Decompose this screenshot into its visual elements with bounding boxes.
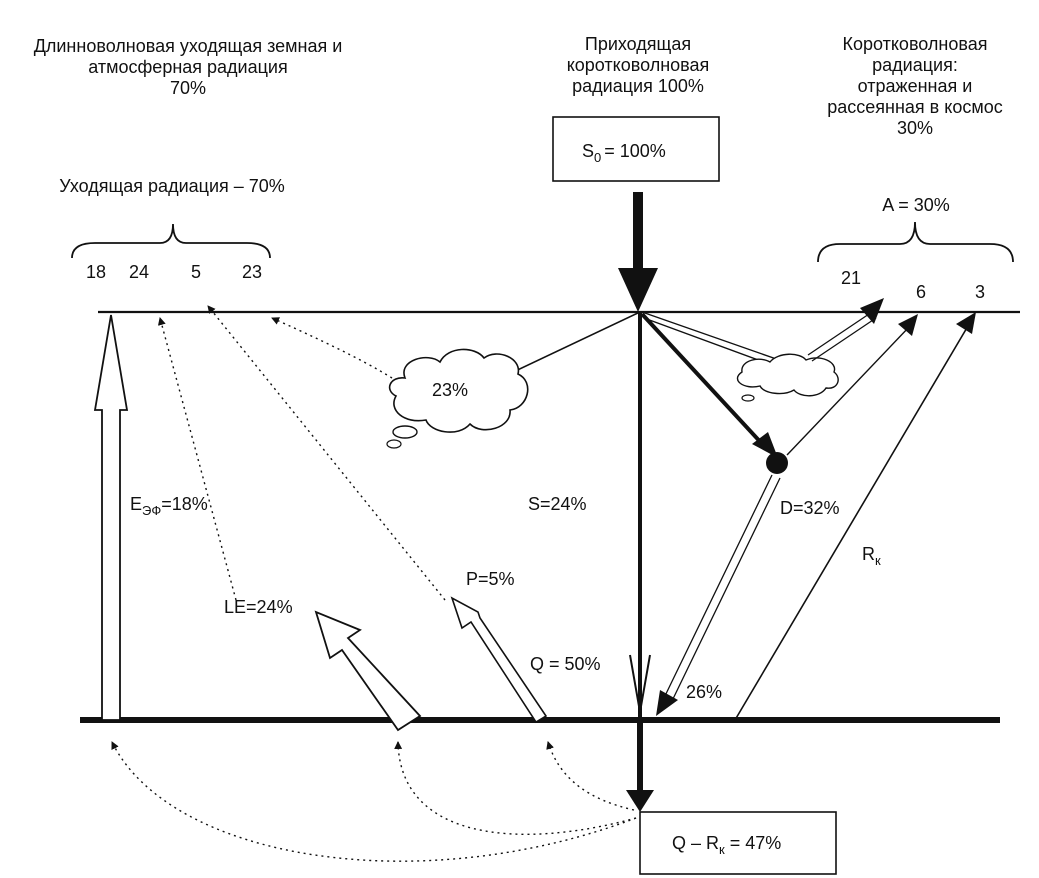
diffuse-to-ground-line-b bbox=[670, 477, 781, 704]
svg-text:S0= 100%: S0= 100% bbox=[582, 141, 666, 165]
header-left: Длинноволновая уходящая земная и атмосфе… bbox=[34, 36, 343, 98]
incoming-box-label: S bbox=[582, 141, 594, 161]
incoming-box-value: = 100% bbox=[604, 141, 666, 161]
diffuse-arrow-head bbox=[752, 432, 778, 458]
p-emission-dotted-line bbox=[207, 305, 446, 601]
dotted-return-p bbox=[546, 741, 635, 811]
header-center: Приходящая коротковолновая радиация 100% bbox=[567, 34, 710, 96]
header-left-line3: 70% bbox=[170, 78, 206, 98]
dotted-return-le bbox=[394, 741, 637, 836]
p-label: P=5% bbox=[466, 569, 515, 589]
diffuse-ground-arrow-head bbox=[656, 690, 678, 716]
e-label-main: E bbox=[130, 494, 142, 514]
le-label-value: =24% bbox=[246, 597, 293, 617]
albedo-brace bbox=[817, 221, 1014, 263]
left-cloud: 23% bbox=[386, 348, 529, 449]
scatter-line-a bbox=[641, 311, 786, 363]
s-direct-label: S=24% bbox=[528, 494, 587, 514]
le-emission-dotted-line bbox=[157, 317, 237, 601]
outgoing-brace bbox=[71, 223, 271, 259]
net-box-value: = 47% bbox=[725, 833, 782, 853]
right-cloud bbox=[736, 353, 839, 402]
header-right-line3: отраженная и bbox=[858, 76, 973, 96]
incoming-arrow-head bbox=[618, 268, 658, 312]
outgoing-value-5: 5 bbox=[191, 262, 201, 282]
le-label: LE bbox=[224, 597, 246, 617]
header-left-line2: атмосферная радиация bbox=[88, 57, 287, 77]
outgoing-title: Уходящая радиация – 70% bbox=[59, 176, 285, 196]
header-center-line2: коротковолновая bbox=[567, 55, 710, 75]
header-left-line1: Длинноволновая уходящая земная и bbox=[34, 36, 343, 56]
outgoing-value-23: 23 bbox=[242, 262, 262, 282]
incoming-box: S0= 100% bbox=[552, 116, 720, 182]
header-right-line5: 30% bbox=[897, 118, 933, 138]
r-label-main: R bbox=[862, 544, 875, 564]
latent-heat-arrow bbox=[314, 610, 422, 732]
header-right-line4: рассеянная в космос bbox=[827, 97, 1002, 117]
e-label-sub: ЭФ bbox=[142, 503, 161, 518]
r-label-sub: к bbox=[875, 553, 881, 568]
header-center-line1: Приходящая bbox=[585, 34, 691, 54]
diffuse-arrow-shaft bbox=[640, 312, 767, 449]
cloud-to-space-line-b bbox=[811, 317, 877, 362]
diffuse-to-ground-line-a bbox=[662, 474, 773, 701]
sensible-heat-arrow bbox=[450, 596, 548, 724]
effective-radiation-arrow bbox=[93, 314, 129, 721]
albedo-value-6: 6 bbox=[916, 282, 926, 302]
q-label: Q = 50% bbox=[530, 654, 601, 674]
cloud-left-label: 23% bbox=[432, 380, 468, 400]
surface-reflection-line bbox=[734, 325, 969, 721]
albedo-21-arrow-head bbox=[860, 298, 884, 324]
header-right: Коротковолновая радиация: отраженная и р… bbox=[827, 34, 1002, 138]
absorbed-diffuse-label: 26% bbox=[686, 682, 722, 702]
svg-text:EЭФ=18%: EЭФ=18% bbox=[130, 494, 208, 518]
net-box-prefix: Q – R bbox=[672, 833, 719, 853]
net-box-sub: к bbox=[719, 842, 725, 857]
direct-radiation-arrowhead bbox=[629, 654, 651, 713]
albedo-3-arrow-head bbox=[956, 312, 976, 334]
svg-text:LE=24%: LE=24% bbox=[224, 597, 293, 617]
dotted-return-e bbox=[111, 741, 637, 862]
svg-text:Rк: Rк bbox=[862, 544, 881, 568]
e-label-value: =18% bbox=[161, 494, 208, 514]
outgoing-value-18: 18 bbox=[86, 262, 106, 282]
svg-text:Q – Rк = 47%: Q – Rк = 47% bbox=[672, 833, 781, 857]
albedo-value-21: 21 bbox=[841, 268, 861, 288]
albedo-title: A = 30% bbox=[882, 195, 950, 215]
net-absorbed-arrow-head bbox=[626, 790, 654, 812]
incoming-box-sub: 0 bbox=[594, 150, 601, 165]
d-diffuse-label: D=32% bbox=[780, 498, 840, 518]
header-right-line1: Коротковолновая bbox=[842, 34, 987, 54]
albedo-value-3: 3 bbox=[975, 282, 985, 302]
scatter-to-space-line bbox=[786, 325, 911, 456]
albedo-6-arrow-head bbox=[898, 314, 918, 336]
cloud-emission-dotted-arrow bbox=[271, 317, 393, 379]
net-radiation-box: Q – Rк = 47% bbox=[639, 811, 837, 875]
cloud-to-space-line-a bbox=[807, 311, 873, 356]
diffuse-scatter-point bbox=[766, 452, 788, 474]
outgoing-value-24: 24 bbox=[129, 262, 149, 282]
header-center-line3: радиация 100% bbox=[572, 76, 704, 96]
header-right-line2: радиация: bbox=[872, 55, 958, 75]
